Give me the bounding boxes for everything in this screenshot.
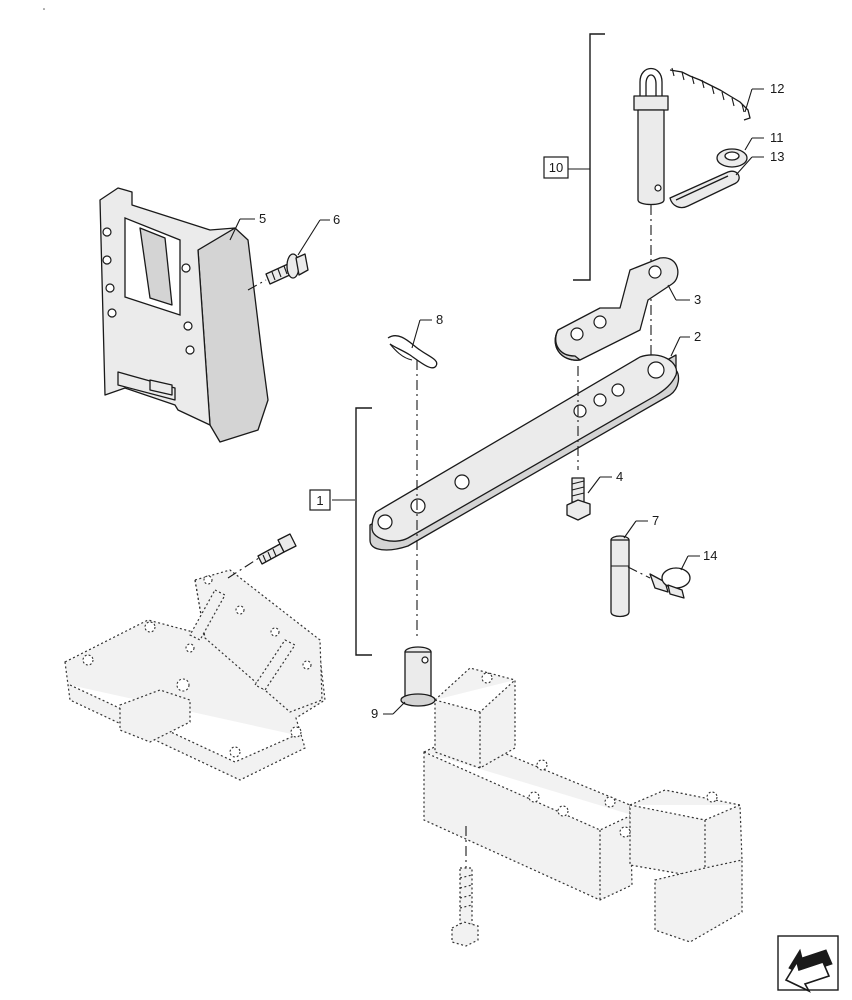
linch-pin	[669, 170, 740, 209]
bracket-plate	[99, 187, 269, 443]
callout-11: 11	[770, 130, 784, 145]
hitch-pin	[633, 67, 669, 206]
callout-box-1: 1	[309, 489, 331, 511]
callout-14: 14	[703, 548, 717, 563]
washer	[716, 148, 748, 168]
chain	[669, 67, 751, 121]
assembly-bracket-1	[355, 407, 372, 656]
pin	[610, 535, 630, 618]
callout-12: 12	[770, 81, 784, 96]
svg-text:1: 1	[316, 493, 323, 508]
r-clip	[387, 335, 438, 369]
plate-bolt	[227, 533, 297, 579]
callout-8: 8	[436, 312, 443, 327]
callout-9: 9	[371, 706, 378, 721]
svg-text:10: 10	[549, 160, 563, 175]
bolt-with-washer	[247, 253, 309, 291]
callout-5: 5	[259, 211, 266, 226]
callout-4: 4	[616, 469, 623, 484]
corner-mark	[43, 8, 45, 10]
assembly-bracket-10	[573, 33, 605, 281]
callout-labels: 12 11 13 3 2 4 5 6 8 7 14 9 1 10	[259, 81, 784, 721]
callout-box-10: 10	[543, 156, 569, 179]
callout-13: 13	[770, 149, 784, 164]
next-page-arrow-icon[interactable]	[777, 935, 839, 993]
hose-clamp	[627, 566, 691, 599]
long-drawbar	[369, 354, 680, 551]
callout-2: 2	[694, 329, 701, 344]
hex-bolt	[566, 477, 591, 521]
ghost-mounting-plate	[64, 569, 326, 781]
leader-lines	[229, 88, 764, 715]
ghost-drawbar-support	[423, 667, 743, 943]
ghost-bolt	[451, 826, 479, 947]
clevis-pin	[400, 646, 436, 707]
callout-3: 3	[694, 292, 701, 307]
callout-7: 7	[652, 513, 659, 528]
callout-6: 6	[333, 212, 340, 227]
offset-arm	[554, 257, 679, 361]
